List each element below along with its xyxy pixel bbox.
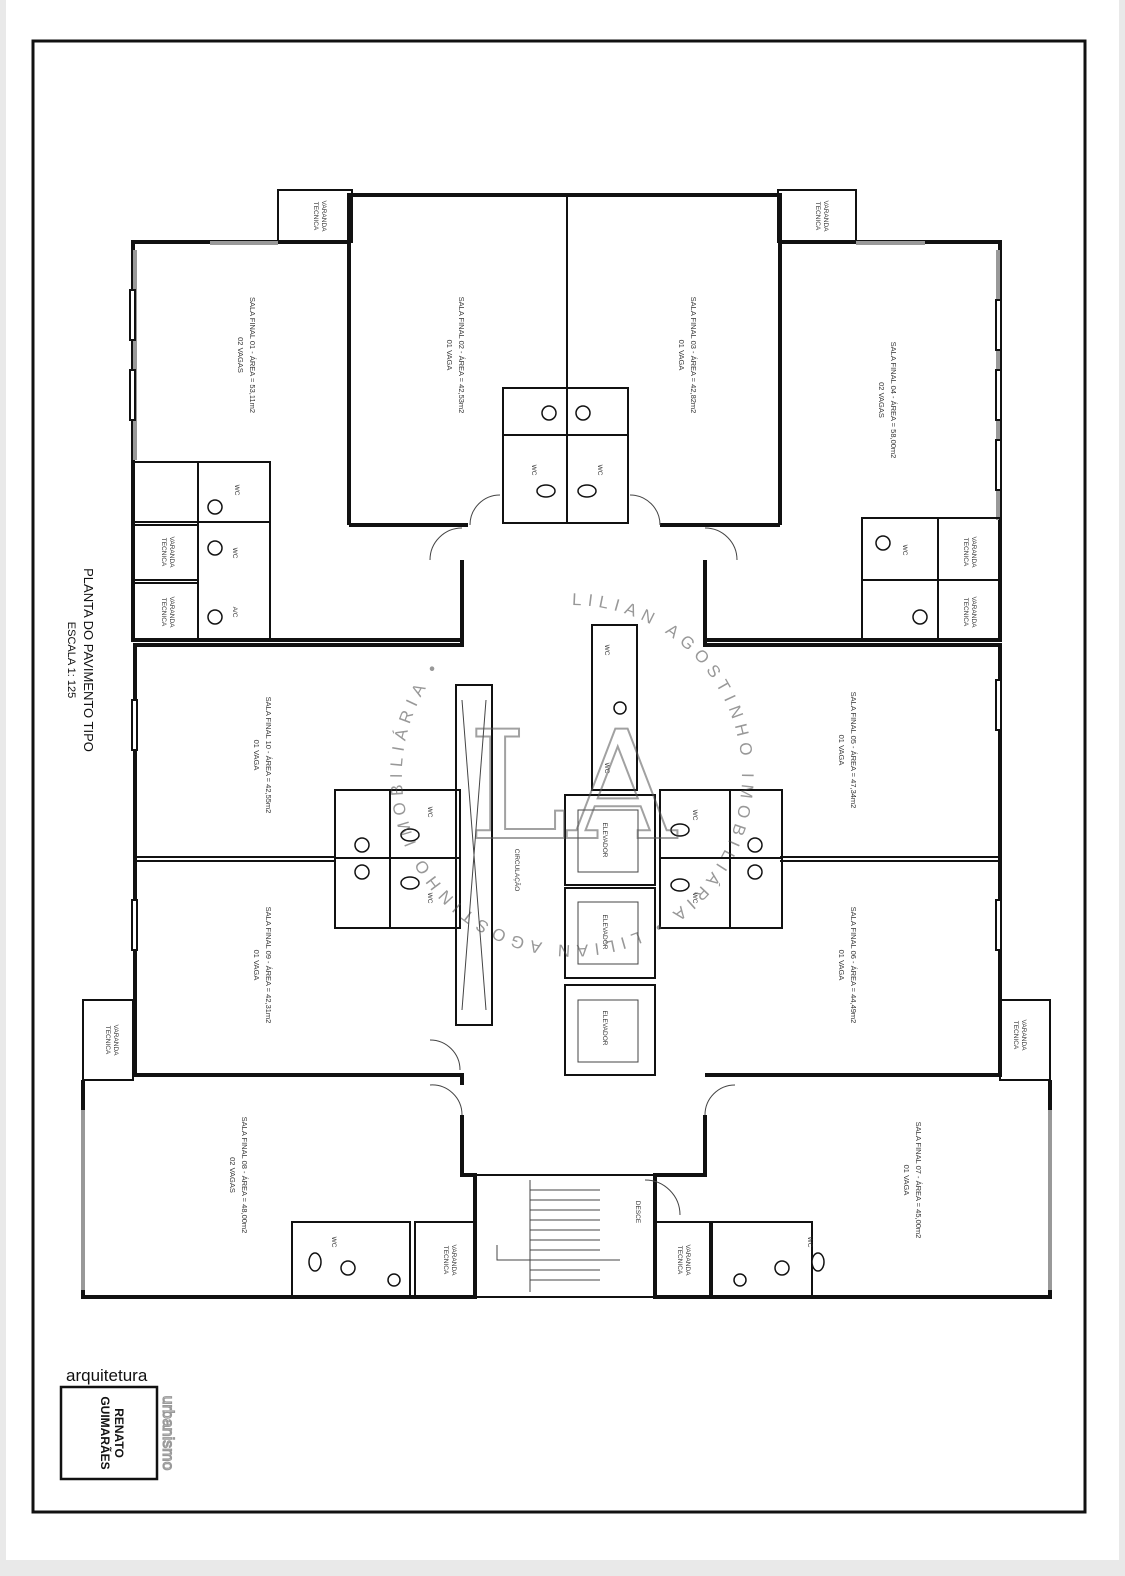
wc-label: WC xyxy=(596,465,603,476)
unit-05-parking: 01 VAGA xyxy=(837,735,846,766)
unit-03-label: SALA FINAL 03 - ÁREA = 42,82m2 xyxy=(689,297,698,414)
plan-title: PLANTA DO PAVIMENTO TIPO xyxy=(81,568,96,752)
stamp-name-1: RENATO xyxy=(112,1408,126,1458)
unit-01-parking: 02 VAGAS xyxy=(236,337,245,373)
unit-06-parking: 01 VAGA xyxy=(837,950,846,981)
varanda-label: VARANDA xyxy=(450,1245,457,1277)
stamp-name-2: GUIMARÃES xyxy=(98,1396,113,1469)
varanda-label: VARANDA xyxy=(822,201,829,233)
unit-10-label: SALA FINAL 10 - ÁREA = 42,55m2 xyxy=(264,697,273,814)
varanda-label: VARANDA xyxy=(684,1245,691,1277)
wc-label: WC xyxy=(691,893,698,904)
tecnica-label: TECNICA xyxy=(442,1246,449,1275)
stamp-arquitetura: arquitetura xyxy=(66,1366,148,1385)
varanda-label: VARANDA xyxy=(970,597,977,629)
tecnica-label: TECNICA xyxy=(814,202,821,231)
tecnica-label: TECNICA xyxy=(312,202,319,231)
doors xyxy=(429,494,738,1216)
unit-09-label: SALA FINAL 09 - ÁREA = 42,31m2 xyxy=(264,907,273,1024)
floor-plan: SALA FINAL 01 - ÁREA = 53,11m2 02 VAGAS … xyxy=(31,39,1087,1514)
wc-label: WC xyxy=(901,545,908,556)
watermark-monogram: LA xyxy=(468,700,678,874)
architect-stamp: arquitetura RENATO GUIMARÃES urbanismo xyxy=(59,1366,177,1481)
unit-04-label: SALA FINAL 04 - ÁREA = 58,00m2 xyxy=(889,342,898,459)
elevator-label: ELEVADOR xyxy=(601,1011,608,1046)
unit-06-label: SALA FINAL 06 - ÁREA = 44,49m2 xyxy=(849,907,858,1024)
tecnica-label: TECNICA xyxy=(104,1026,111,1055)
unit-08-label: SALA FINAL 08 - ÁREA = 48,00m2 xyxy=(240,1117,249,1234)
unit-05-label: SALA FINAL 05 - ÁREA = 47,34m2 xyxy=(849,692,858,809)
unit-01-label: SALA FINAL 01 - ÁREA = 53,11m2 xyxy=(248,297,257,413)
unit-03-parking: 01 VAGA xyxy=(677,340,686,371)
wc-label: WC xyxy=(426,893,433,904)
wc-label: WC xyxy=(603,763,610,774)
stamp-urbanismo: urbanismo xyxy=(159,1396,176,1471)
tecnica-label: TECNICA xyxy=(160,538,167,567)
wc-label: WC xyxy=(806,1237,813,1248)
circulation-label: CIRCULAÇÃO xyxy=(513,849,522,892)
plan-scale: ESCALA 1: 125 xyxy=(65,622,77,698)
varanda-label: VARANDA xyxy=(320,201,327,233)
room-labels: SALA FINAL 01 - ÁREA = 53,11m2 02 VAGAS … xyxy=(104,201,1027,1277)
unit-04-parking: 02 VAGAS xyxy=(877,382,886,418)
wc-label: WC xyxy=(330,1237,337,1248)
varanda-label: VARANDA xyxy=(970,537,977,569)
varanda-label: VARANDA xyxy=(1020,1020,1027,1052)
wc-label: WC xyxy=(233,485,240,496)
unit-08-parking: 02 VAGAS xyxy=(228,1157,237,1193)
wc-label: WC xyxy=(530,465,537,476)
tecnica-label: TECNICA xyxy=(962,598,969,627)
tecnica-label: TECNICA xyxy=(1012,1021,1019,1050)
stairs-down-label: DESCE xyxy=(634,1201,641,1224)
unit-07-label: SALA FINAL 07 - ÁREA = 45,00m2 xyxy=(914,1122,923,1239)
unit-02-label: SALA FINAL 02 - ÁREA = 42,53m2 xyxy=(457,297,466,414)
tecnica-label: TECNICA xyxy=(962,538,969,567)
wc-label: WC xyxy=(426,807,433,818)
elevator-label: ELEVADOR xyxy=(601,915,608,950)
elevator-label: ELEVADOR xyxy=(601,823,608,858)
ac-label: A/C xyxy=(231,607,238,618)
drawing-title: PLANTA DO PAVIMENTO TIPO ESCALA 1: 125 xyxy=(65,568,96,752)
varanda-label: VARANDA xyxy=(112,1025,119,1057)
unit-10-parking: 01 VAGA xyxy=(252,740,261,771)
tecnica-label: TECNICA xyxy=(160,598,167,627)
unit-09-parking: 01 VAGA xyxy=(252,950,261,981)
windows xyxy=(81,289,1052,1290)
tecnica-label: TECNICA xyxy=(676,1246,683,1275)
varanda-label: VARANDA xyxy=(168,537,175,569)
wc-label: WC xyxy=(231,548,238,559)
staircase xyxy=(496,1180,620,1292)
unit-07-parking: 01 VAGA xyxy=(902,1165,911,1196)
drawing-border xyxy=(31,39,1087,1514)
unit-02-parking: 01 VAGA xyxy=(445,340,454,371)
wc-label: WC xyxy=(603,645,610,656)
toilet-fixtures xyxy=(207,405,928,1287)
drawing-sheet: SALA FINAL 01 - ÁREA = 53,11m2 02 VAGAS … xyxy=(6,0,1119,1560)
varanda-label: VARANDA xyxy=(168,597,175,629)
wc-label: WC xyxy=(691,810,698,821)
